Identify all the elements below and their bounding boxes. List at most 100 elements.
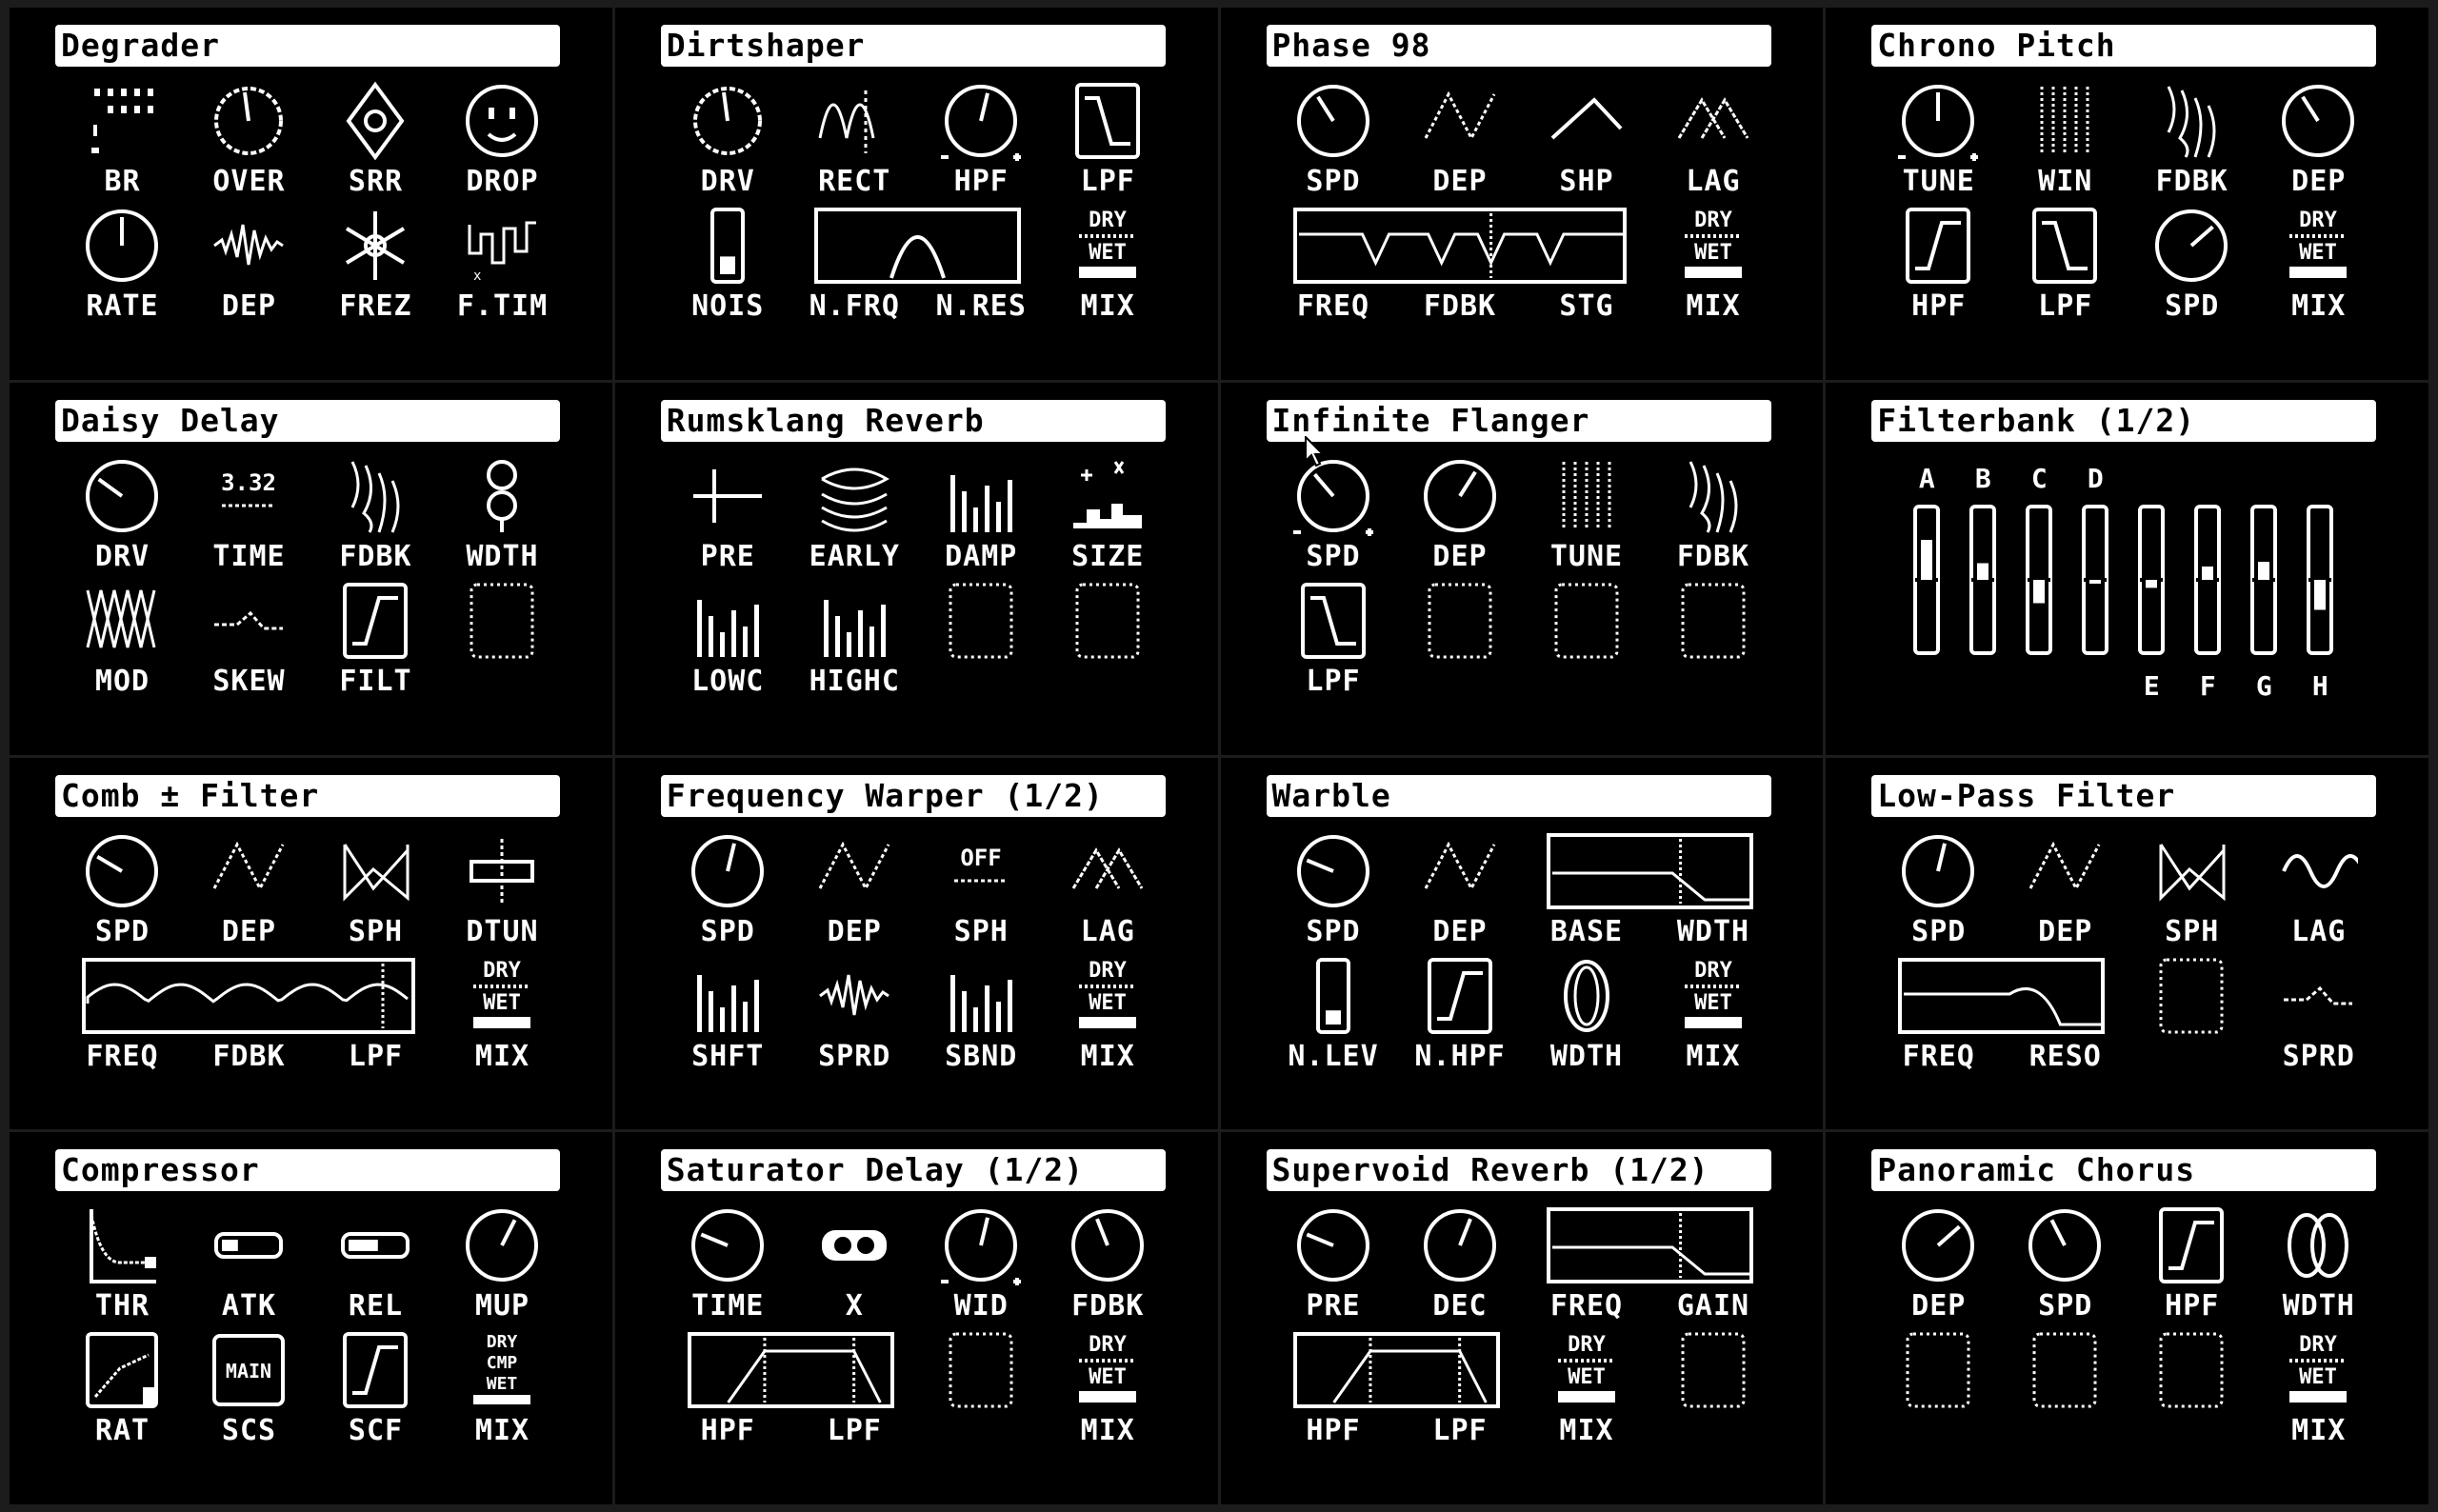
panel-title[interactable]: Degrader: [55, 25, 560, 67]
makeup-knob-icon[interactable]: [462, 1205, 542, 1285]
drive-icon[interactable]: [688, 81, 768, 161]
panel-title[interactable]: Comb ± Filter: [55, 774, 560, 817]
depth-icon[interactable]: [1420, 81, 1500, 161]
band-gain-slider[interactable]: [1968, 504, 1997, 656]
panel-title[interactable]: Frequency Warper (1/2): [660, 774, 1166, 817]
depth-wave-icon[interactable]: [209, 206, 289, 286]
comb-graph-icon[interactable]: [82, 956, 415, 1036]
damp-icon[interactable]: [941, 456, 1021, 536]
bitrate-icon[interactable]: [82, 81, 162, 161]
freeze-icon[interactable]: [335, 206, 415, 286]
speed-knob-icon[interactable]: [2151, 206, 2231, 286]
sidechain-filter-icon[interactable]: [335, 1330, 415, 1410]
window-icon[interactable]: [2025, 81, 2105, 161]
feedback-icon[interactable]: [335, 456, 415, 536]
speed-knob-icon[interactable]: [1898, 831, 1978, 911]
freeze-time-icon[interactable]: x: [462, 206, 542, 286]
speed-knob-icon[interactable]: [1293, 81, 1373, 161]
shift-icon[interactable]: [688, 956, 768, 1036]
ratio-icon[interactable]: [82, 1330, 162, 1410]
panel-title[interactable]: Low-Pass Filter: [1871, 774, 2377, 817]
skew-icon[interactable]: [209, 581, 289, 661]
depth-icon[interactable]: [209, 831, 289, 911]
panel-title[interactable]: Dirtshaper: [660, 25, 1166, 67]
feedback-knob-icon[interactable]: [1068, 1205, 1148, 1285]
filter-graph-icon[interactable]: [1898, 956, 2106, 1036]
width-icon[interactable]: [2278, 1205, 2358, 1285]
decay-knob-icon[interactable]: [1420, 1205, 1500, 1285]
noise-filter-graph-icon[interactable]: [813, 206, 1021, 286]
depth-icon[interactable]: [1420, 831, 1500, 911]
lpf-box-icon[interactable]: [1293, 581, 1373, 661]
hpf-lpf-graph-icon[interactable]: [687, 1330, 894, 1410]
cross-icon[interactable]: [814, 1205, 894, 1285]
spread-icon[interactable]: [814, 956, 894, 1036]
noise-hpf-icon[interactable]: [1420, 956, 1500, 1036]
drop-icon[interactable]: [462, 81, 542, 161]
time-readout-icon[interactable]: 3.32: [209, 456, 289, 536]
speed-knob-icon[interactable]: [1292, 456, 1373, 536]
depth-knob-icon[interactable]: [2278, 81, 2358, 161]
band-gain-slider[interactable]: [2025, 504, 2053, 656]
band-gain-slider[interactable]: [1912, 504, 1941, 656]
sideband-icon[interactable]: [941, 956, 1021, 1036]
phaser-graph-icon[interactable]: [1292, 206, 1627, 286]
hpf-box-icon[interactable]: [1898, 206, 1978, 286]
speed-knob-icon[interactable]: [1293, 831, 1373, 911]
noise-slider-icon[interactable]: [688, 206, 768, 286]
band-gain-slider[interactable]: [2249, 504, 2278, 656]
release-icon[interactable]: [335, 1205, 415, 1285]
lag-icon[interactable]: [1068, 831, 1148, 911]
threshold-icon[interactable]: [82, 1205, 162, 1285]
hpf-box-icon[interactable]: [2151, 1205, 2231, 1285]
attack-icon[interactable]: [209, 1205, 289, 1285]
shape-icon[interactable]: [1547, 81, 1627, 161]
panel-title[interactable]: Saturator Delay (1/2): [660, 1149, 1166, 1192]
tune-icon[interactable]: [1547, 456, 1627, 536]
filter-box-icon[interactable]: [335, 581, 415, 661]
feedback-icon[interactable]: [2151, 81, 2231, 161]
feedback-icon[interactable]: [1673, 456, 1753, 536]
oversample-icon[interactable]: [209, 81, 289, 161]
width-knob-icon[interactable]: [940, 1205, 1021, 1286]
depth-knob-icon[interactable]: [1898, 1205, 1978, 1285]
lag-icon[interactable]: [2278, 831, 2359, 911]
hpf-lpf-graph-icon[interactable]: [1292, 1330, 1500, 1410]
lag-icon[interactable]: [1673, 81, 1753, 161]
speed-knob-icon[interactable]: [2025, 1205, 2105, 1285]
panel-title[interactable]: Compressor: [55, 1149, 560, 1192]
high-cut-icon[interactable]: [814, 581, 894, 661]
detune-icon[interactable]: [462, 831, 542, 911]
sample-rate-icon[interactable]: [335, 81, 415, 161]
speed-knob-icon[interactable]: [82, 831, 162, 911]
lpf-box-icon[interactable]: [1068, 81, 1148, 161]
size-icon[interactable]: [1068, 456, 1148, 536]
width-icon[interactable]: [462, 456, 542, 536]
panel-title[interactable]: Supervoid Reverb (1/2): [1266, 1149, 1771, 1192]
band-gain-slider[interactable]: [2306, 504, 2334, 656]
predelay-icon[interactable]: [688, 456, 768, 536]
hpf-knob-icon[interactable]: [940, 81, 1021, 161]
